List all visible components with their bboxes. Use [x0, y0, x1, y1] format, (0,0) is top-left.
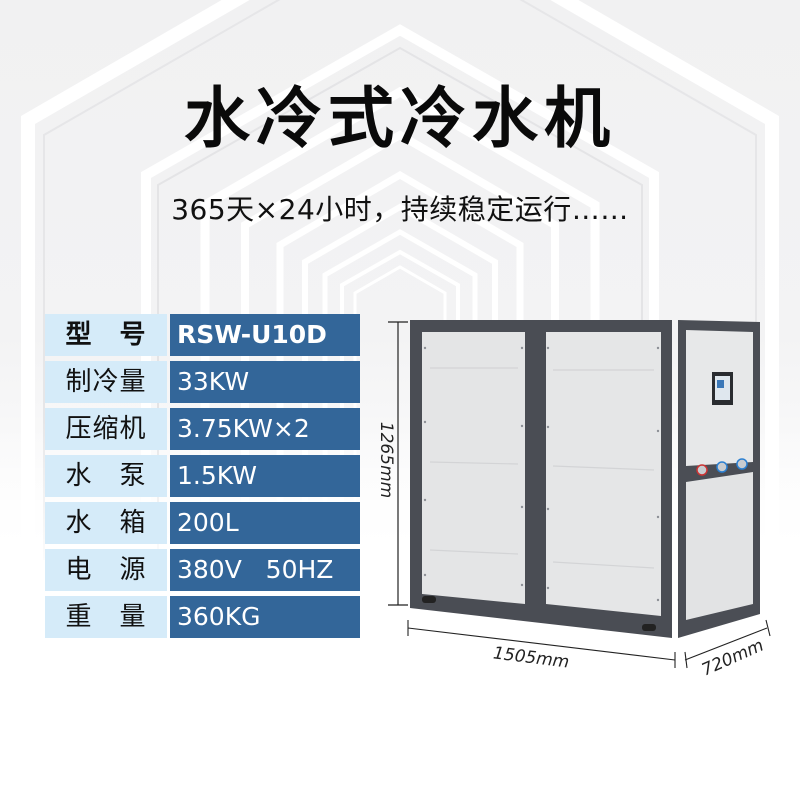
spec-value: 200L — [170, 502, 360, 544]
spec-value: RSW-U10D — [170, 314, 360, 356]
spec-table: 型 号 RSW-U10D 制冷量 33KW 压缩机 3.75KW×2 水 泵 1… — [45, 314, 360, 643]
spec-row-water-tank: 水 箱 200L — [45, 502, 360, 544]
spec-label: 水 泵 — [45, 455, 167, 497]
spec-value: 33KW — [170, 361, 360, 403]
spec-value: 360KG — [170, 596, 360, 638]
page-title: 水冷式冷水机 — [184, 80, 616, 157]
spec-label: 重 量 — [45, 596, 167, 638]
spec-value: 3.75KW×2 — [170, 408, 360, 450]
spec-label: 水 箱 — [45, 502, 167, 544]
spec-label: 压缩机 — [45, 408, 167, 450]
spec-label: 电 源 — [45, 549, 167, 591]
spec-row-water-pump: 水 泵 1.5KW — [45, 455, 360, 497]
spec-value: 380V 50HZ — [170, 549, 360, 591]
height-dimension-line — [388, 321, 408, 606]
spec-value: 1.5KW — [170, 455, 360, 497]
spec-row-compressor: 压缩机 3.75KW×2 — [45, 408, 360, 450]
pipe-fitting-blue — [736, 458, 748, 470]
page-subtitle: 365天×24小时，持续稳定运行…… — [171, 193, 629, 226]
spec-row-cooling-capacity: 制冷量 33KW — [45, 361, 360, 403]
pipe-fitting-blue — [716, 461, 728, 473]
height-dimension-label: 1265mm — [376, 421, 397, 499]
chiller-unit-illustration — [388, 320, 771, 669]
spec-row-power-supply: 电 源 380V 50HZ — [45, 549, 360, 591]
spec-label: 型 号 — [45, 314, 167, 356]
spec-label: 制冷量 — [45, 361, 167, 403]
spec-row-weight: 重 量 360KG — [45, 596, 360, 638]
product-image-chiller: 1265mm 1505mm 720mm — [370, 310, 790, 690]
pipe-fitting-red — [696, 464, 708, 476]
spec-row-model: 型 号 RSW-U10D — [45, 314, 360, 356]
